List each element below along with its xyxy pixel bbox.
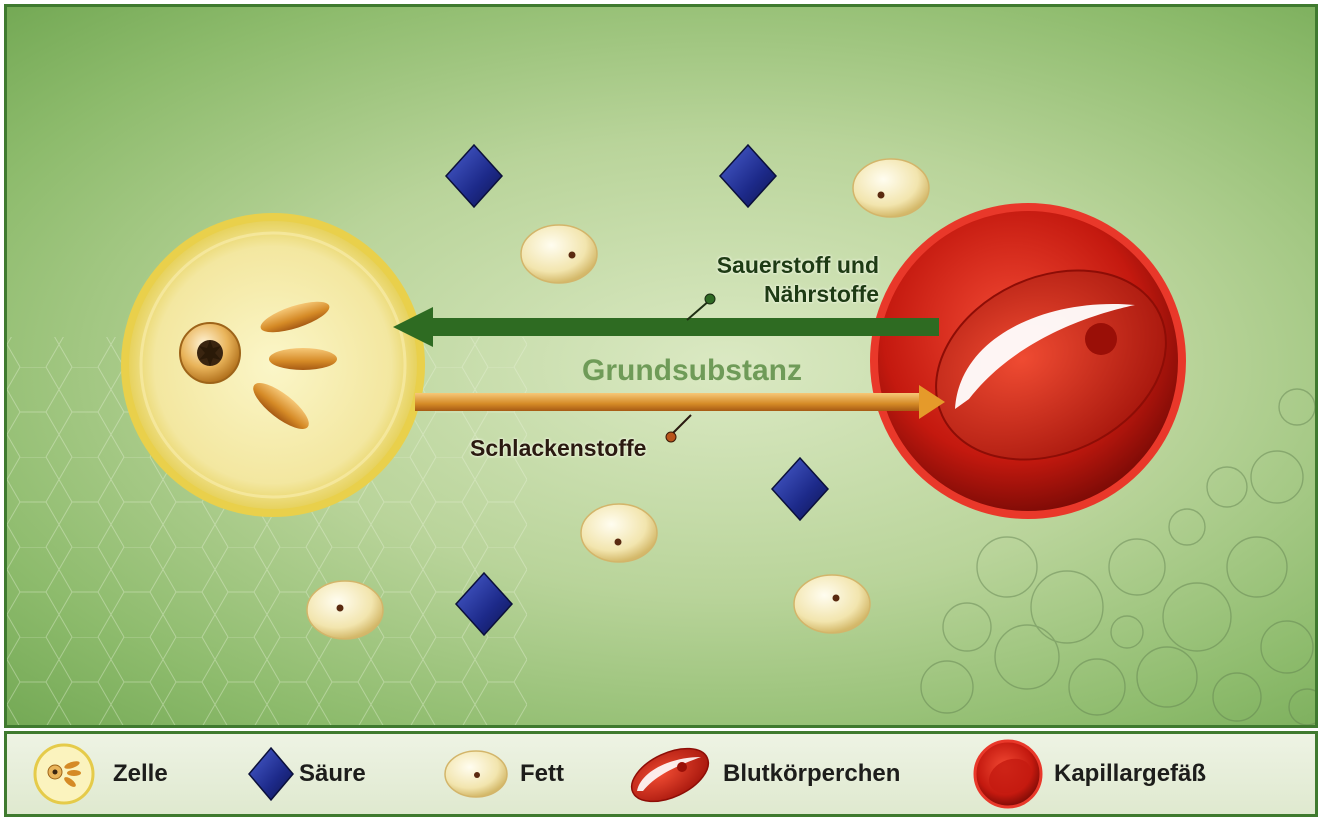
organelle	[269, 348, 337, 370]
ground-substance-label: Grundsubstanz	[547, 354, 837, 388]
oxygen-label-line1: Sauerstoff und	[679, 251, 879, 280]
diagram-panel: Sauerstoff und Nährstoffe Grundsubstanz …	[4, 4, 1318, 728]
cell-icon	[25, 741, 103, 807]
capillary	[874, 207, 1197, 515]
fat-droplet	[794, 575, 870, 633]
legend-item-capillary: Kapillargefäß	[972, 734, 1206, 814]
legend-item-acid: Säure	[247, 734, 366, 814]
legend: Zelle Säure Fett Blutkörperchen	[4, 731, 1318, 817]
fat-droplet	[307, 581, 383, 639]
legend-item-blood-cell: Blutkörperchen	[627, 734, 900, 814]
legend-label-fat: Fett	[520, 760, 564, 788]
oxygen-label-line2: Nährstoffe	[679, 280, 879, 309]
fat-droplet	[521, 225, 597, 283]
acid-diamond	[772, 458, 828, 520]
blood-cell-icon	[627, 741, 713, 807]
acid-diamond-icon	[247, 746, 295, 802]
legend-label-acid: Säure	[299, 760, 366, 788]
acid-diamond	[720, 145, 776, 207]
fat-droplet	[853, 159, 929, 217]
capillary-icon	[972, 738, 1044, 810]
fat-droplet-icon	[442, 746, 510, 802]
legend-label-capillary: Kapillargefäß	[1054, 760, 1206, 788]
oxygen-nutrients-label: Sauerstoff und Nährstoffe	[679, 251, 879, 309]
legend-item-fat: Fett	[442, 734, 564, 814]
fat-droplet	[581, 504, 657, 562]
waste-products-label: Schlackenstoffe	[470, 435, 646, 462]
cell	[125, 217, 421, 513]
legend-label-cell: Zelle	[113, 760, 168, 788]
legend-label-blood-cell: Blutkörperchen	[723, 760, 900, 788]
legend-item-cell: Zelle	[25, 734, 168, 814]
acid-diamond	[446, 145, 502, 207]
